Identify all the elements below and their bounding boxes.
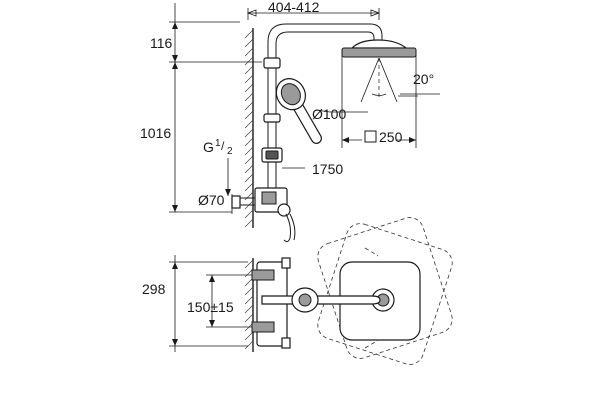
thread-num-label: 1: [215, 138, 221, 149]
svg-text:/: /: [221, 139, 225, 153]
dim-head-square: 250: [341, 50, 417, 148]
hatch-line: [244, 110, 254, 120]
hatch-line: [244, 209, 254, 219]
hatch-line: [244, 74, 254, 84]
riser-rail: [263, 55, 281, 192]
dim-hand-shower: Ø100: [312, 106, 368, 122]
hatch-line: [244, 65, 254, 75]
hatch-line: [244, 119, 254, 129]
hatch-line: [244, 38, 254, 48]
hatch-line: [244, 295, 254, 305]
side-elevation: 404-412 116 1016 G 1 / 2 Ø70: [140, 0, 440, 243]
hatch-line: [244, 331, 254, 341]
hatch-line: [244, 182, 254, 192]
hatch-line: [244, 83, 254, 93]
head-square-label: 250: [379, 129, 403, 145]
hatch-line: [244, 340, 254, 350]
hatch-line: [244, 128, 254, 138]
dim-plan-depth: 298: [142, 255, 248, 352]
plan-view: 298 150±15: [142, 217, 453, 365]
hatch-line: [244, 137, 254, 147]
swing-envelope: [317, 217, 453, 365]
thread-den-label: 2: [227, 146, 233, 157]
hand-shower-dia-label: Ø100: [312, 106, 346, 122]
hatch-line: [244, 218, 254, 228]
hatch-line: [244, 286, 254, 296]
dim-top-offset-label: 116: [150, 35, 173, 51]
dim-angle: 20°: [400, 71, 440, 95]
dim-reach-label: 404-412: [268, 0, 320, 15]
hatch-line: [244, 313, 254, 323]
dim-hose: 1750: [312, 161, 343, 177]
head-shower: [341, 39, 418, 103]
hatch-line: [244, 155, 254, 165]
hatch-line: [244, 191, 254, 201]
dim-height-label: 1016: [140, 125, 171, 141]
hatch-line: [244, 56, 254, 66]
thread-g-label: G: [203, 139, 214, 155]
hatch-line: [244, 101, 254, 111]
dim-centres: 150±15: [187, 274, 252, 328]
centres-label: 150±15: [187, 299, 234, 315]
hatch-line: [244, 92, 254, 102]
hatch-line: [244, 304, 254, 314]
hatch-line: [244, 146, 254, 156]
hand-shower: [275, 78, 331, 144]
arm-plan: [261, 287, 381, 313]
dim-thread: G 1 / 2: [203, 138, 233, 196]
dim-connection: Ø70: [198, 192, 233, 214]
hand-shower-holder: [261, 147, 305, 169]
dim-reach: 404-412: [246, 0, 381, 20]
shower-arm: [267, 23, 383, 55]
hatch-line: [244, 173, 254, 183]
angle-label: 20°: [413, 71, 434, 87]
hatch-line: [244, 29, 254, 39]
hose-length-label: 1750: [312, 161, 343, 177]
plan-depth-label: 298: [142, 281, 166, 297]
connection-dia-label: Ø70: [198, 192, 225, 208]
dim-height: 116 1016: [140, 3, 262, 213]
hatch-line: [244, 164, 254, 174]
wall-side: [244, 28, 254, 228]
hatch-line: [244, 259, 254, 269]
shower-hose: [277, 203, 296, 243]
hatch-line: [244, 47, 254, 57]
